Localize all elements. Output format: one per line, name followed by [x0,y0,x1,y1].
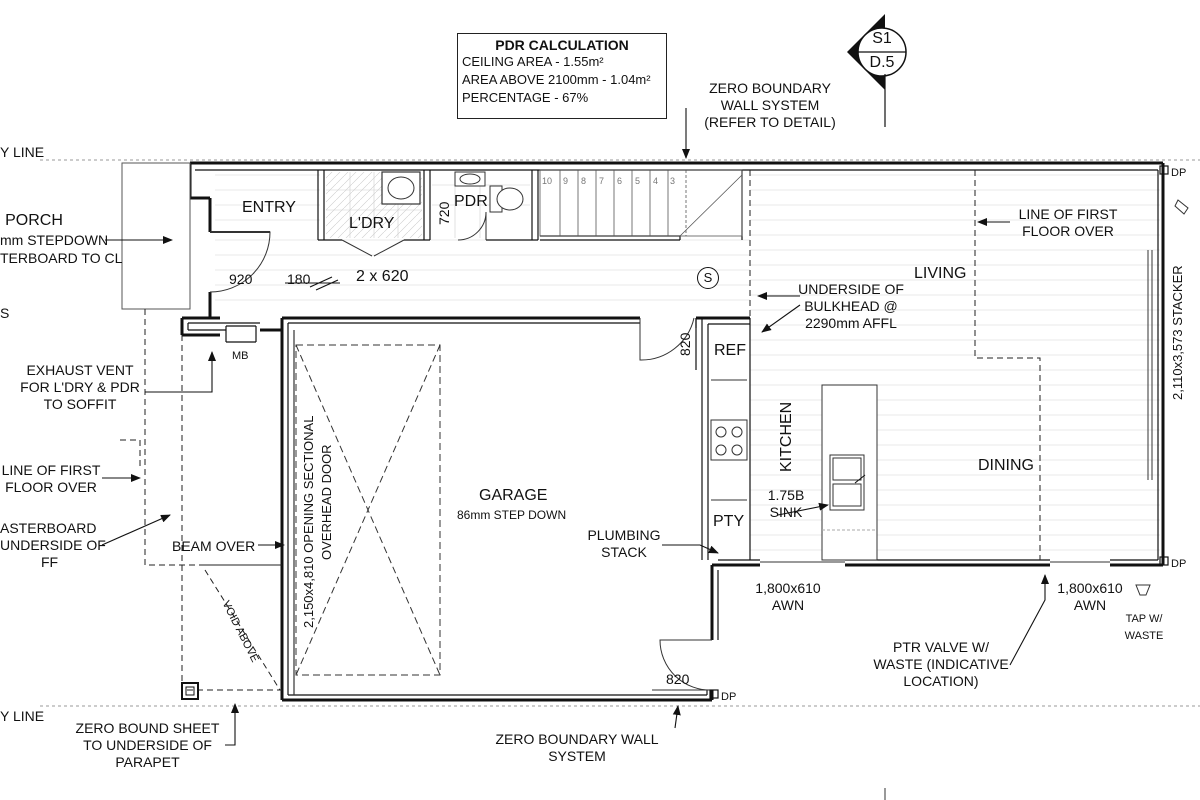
dim-180: 180 [287,271,311,287]
pdr-ceiling-area: CEILING AREA - 1.55m² [462,54,604,69]
garage-door-swing [295,344,441,676]
section-marker-bottom: D.5 [869,54,895,71]
zero-boundary-bottom-label: ZERO BOUNDARY WALL SYSTEM [495,731,659,764]
stairs [539,169,743,237]
section-marker: S1 D.5 [845,12,925,132]
awn-left-label: 1,800x610 AWN [755,580,821,613]
boundary-lines [40,159,1200,707]
pty-label: PTY [713,513,745,530]
stair-tread-5: 5 [635,176,641,186]
dp-top-label: DP [1171,167,1187,179]
leader-lines [101,108,1049,746]
living-label: LIVING [914,265,967,282]
stair-tread-8: 8 [581,176,587,186]
pdr-calculation-box: PDR CALCULATION CEILING AREA - 1.55m² AR… [457,33,667,119]
stair-tread-4: 4 [653,176,659,186]
doors [209,211,713,691]
exhaust-vent-label: EXHAUST VENT FOR L'DRY & PDR TO SOFFIT [20,362,140,412]
dining-label: DINING [978,457,1034,474]
awn-right-label: 1,800x610 AWN [1057,580,1123,613]
stair-tread-6: 6 [617,176,623,186]
plasterboard-label: ASTERBOARD UNDERSIDE OF FF [0,520,106,570]
beam-over-label: BEAM OVER [172,538,256,554]
sink-label: 1.75B SINK [767,487,805,520]
ptr-valve-label: PTR VALVE W/ WASTE (INDICATIVE LOCATION) [873,639,1009,689]
entry-label: ENTRY [242,199,296,216]
dim-720: 720 [436,201,452,225]
left-s-label: S [0,305,10,321]
external-walls [180,161,1165,702]
garage-door-label-2: OVERHEAD DOOR [319,444,334,560]
stair-tread-7: 7 [599,176,605,186]
pdr-percentage: PERCENTAGE - 67% [462,90,589,105]
floor-boards [215,174,1160,551]
dim-2x620: 2 x 620 [356,268,409,285]
smoke-detector-symbol: S [697,267,719,289]
ref-label: REF [714,342,746,359]
porch-board-label: TERBOARD TO CL [0,250,123,266]
dim-920: 920 [229,271,253,287]
porch-stepdown-label: mm STEPDOWN [0,232,109,248]
pdr-title: PDR CALCULATION [495,37,629,53]
line-first-floor-right-label: LINE OF FIRST FLOOR OVER [1018,206,1118,239]
dp-bottom-label: DP [721,691,737,703]
porch-label: PORCH [5,212,63,229]
section-marker-top: S1 [872,30,892,47]
garage-step-label: 86mm STEP DOWN [457,508,567,522]
laundry-label: L'DRY [349,215,395,232]
mb-label: MB [232,350,249,362]
zero-bound-sheet-label: ZERO BOUND SHEET TO UNDERSIDE OF PARAPET [75,720,220,770]
zero-boundary-top-label: ZERO BOUNDARY WALL SYSTEM (REFER TO DETA… [704,80,836,130]
boundary-line-top-label: Y LINE [0,144,45,160]
stair-tread-10: 10 [542,176,553,186]
stair-tread-3: 3 [670,176,676,186]
dim-820-bottom: 820 [666,671,690,687]
garage-door-label: 2,150x4,810 OPENING SECTIONAL [301,415,316,628]
pdr-room-label: PDR [454,193,488,210]
tap-waste-label: TAP W/ WASTE [1124,613,1164,642]
dim-820-top: 820 [677,332,693,356]
plumbing-stack-label: PLUMBING STACK [587,527,661,560]
line-first-floor-left-label: LINE OF FIRST FLOOR OVER [1,462,101,495]
internal-walls [187,169,1159,696]
dp-mid-label: DP [1171,558,1187,570]
kitchen-label: KITCHEN [778,401,795,472]
stair-tread-9: 9 [563,176,569,186]
garage-label: GARAGE [479,487,548,504]
underside-bulkhead-label: UNDERSIDE OF BULKHEAD @ 2290mm AFFL [798,281,904,331]
pdr-area-above: AREA ABOVE 2100mm - 1.04m² [462,72,651,87]
boundary-line-bottom-label: Y LINE [0,708,45,724]
stacker-label: 2,110x3,573 STACKER [1170,265,1185,400]
